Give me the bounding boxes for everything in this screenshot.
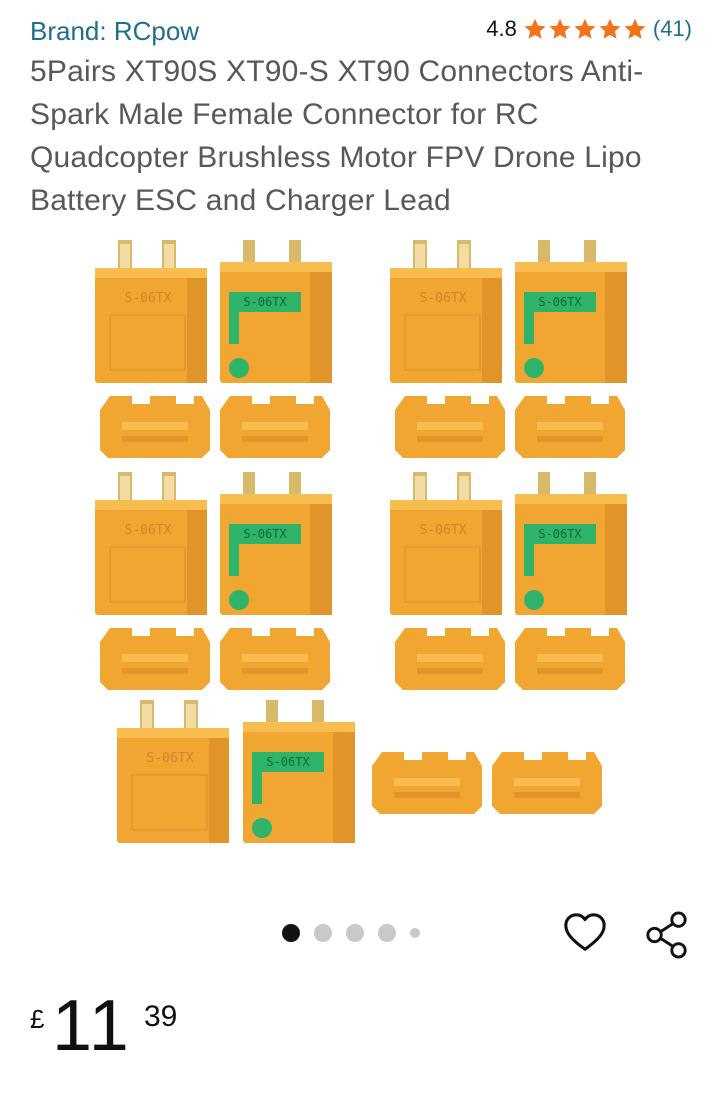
product-title: 5Pairs XT90S XT90-S XT90 Connectors Anti… — [30, 55, 644, 217]
price-whole: 11 — [52, 986, 131, 1066]
rating-score: 4.8 — [486, 16, 517, 41]
carousel-dot-active[interactable] — [282, 924, 300, 942]
star-icon — [574, 18, 596, 39]
carousel-dot[interactable] — [378, 924, 396, 942]
rating-summary[interactable]: 4.8 (41) — [486, 16, 692, 42]
star-icon — [599, 18, 621, 39]
product-image[interactable]: S-06TX S-06TX — [90, 240, 635, 850]
price-currency: £ — [30, 1004, 45, 1034]
carousel-dot[interactable] — [314, 924, 332, 942]
rating-stars — [523, 17, 647, 41]
image-carousel-indicator[interactable] — [282, 924, 420, 942]
brand-link[interactable]: Brand: RCpow — [30, 16, 200, 46]
heart-icon[interactable] — [562, 910, 608, 956]
rating-count[interactable]: (41) — [652, 16, 692, 41]
carousel-dot[interactable] — [410, 928, 420, 938]
star-icon — [549, 18, 571, 39]
price-fraction: 39 — [144, 1000, 178, 1033]
header-row: Brand: RCpow 4.8 (41) — [30, 14, 692, 50]
star-icon — [624, 18, 646, 39]
star-icon — [524, 18, 546, 39]
share-icon[interactable] — [644, 910, 690, 960]
carousel-dot[interactable] — [346, 924, 364, 942]
